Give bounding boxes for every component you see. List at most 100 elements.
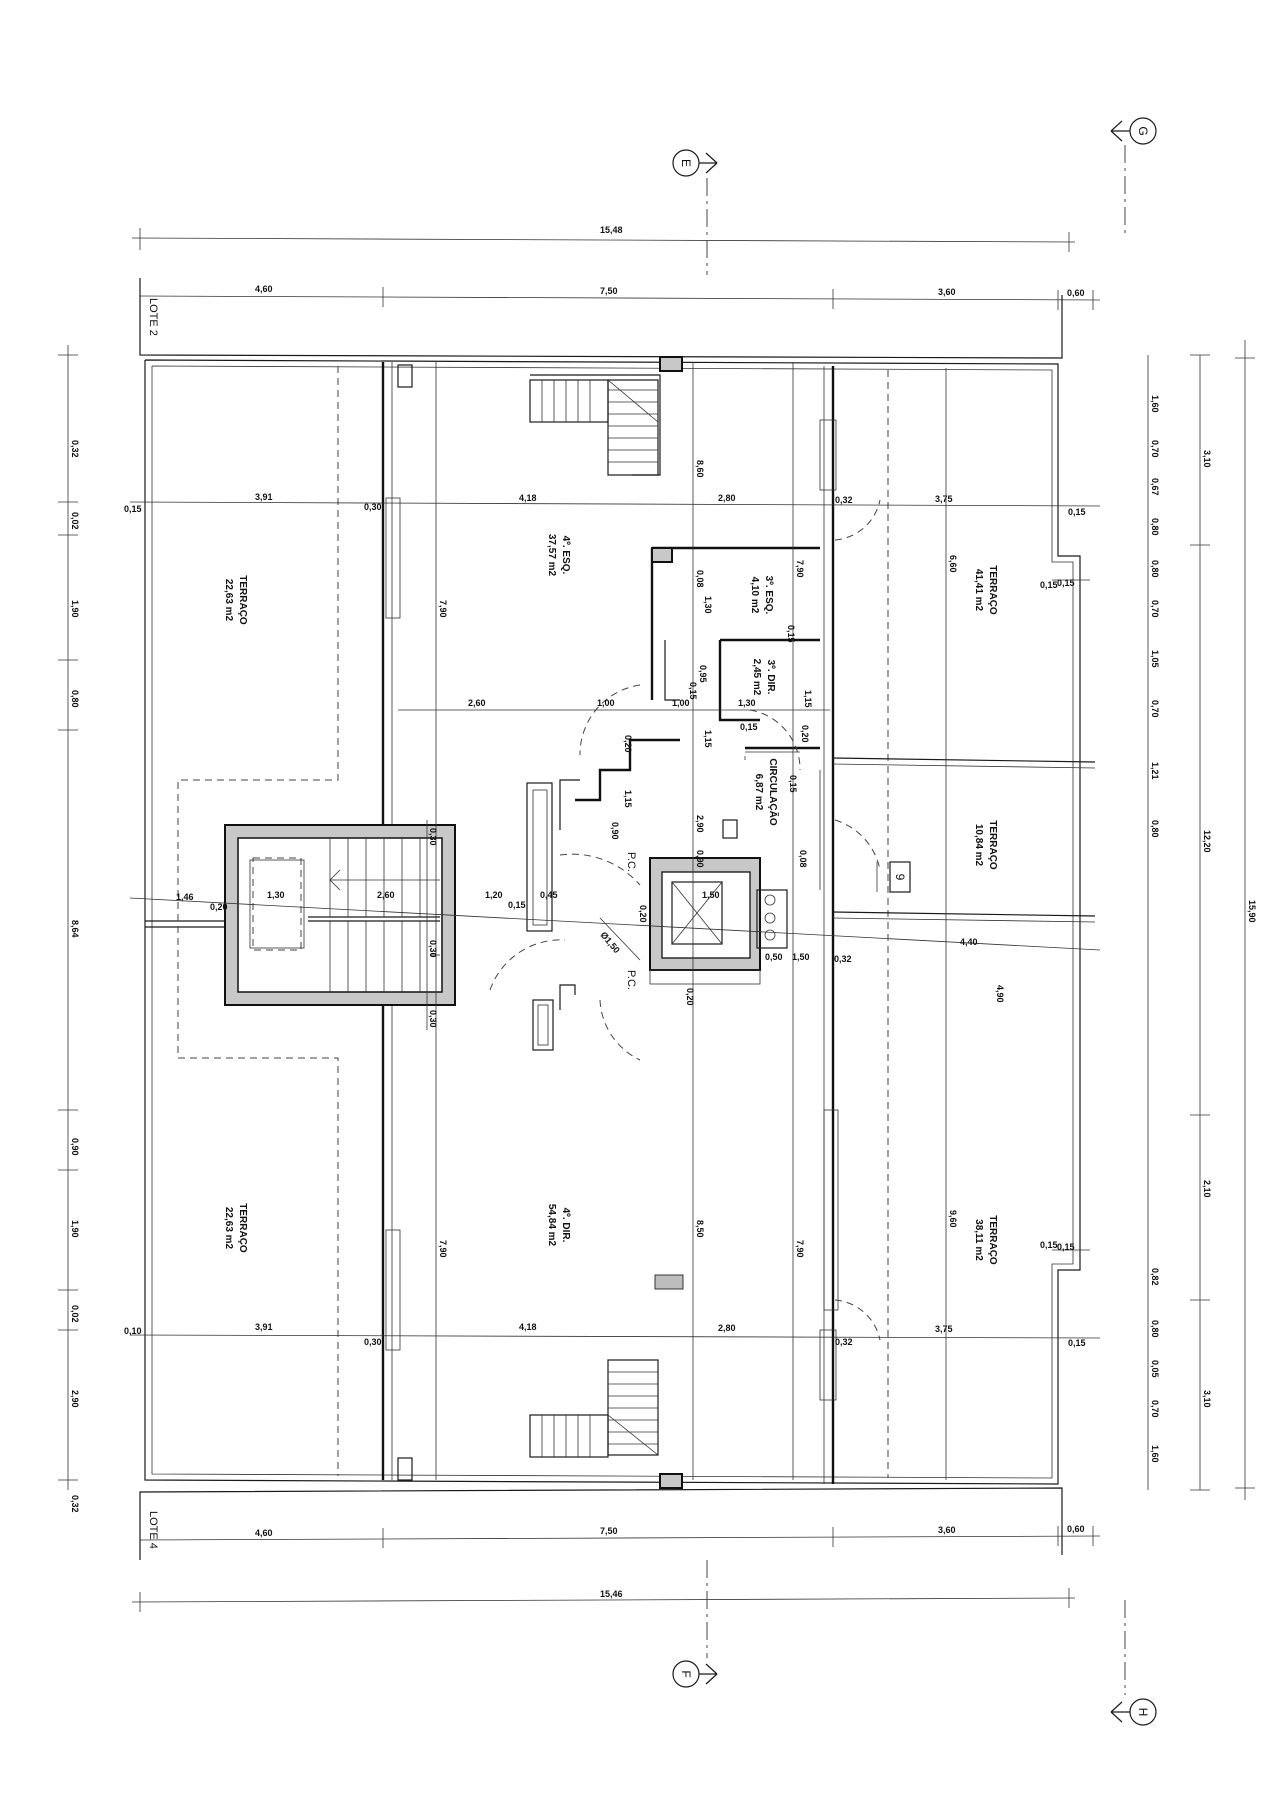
dim-sp3: 0,08 <box>798 850 808 868</box>
lift-shaft <box>649 857 788 985</box>
dim-mid-e: 1,20 <box>485 890 503 900</box>
dim-r2-b: 3,91 <box>255 1322 273 1332</box>
dim-l4: 0,80 <box>70 690 80 708</box>
dim-rr4: 3,10 <box>1202 1390 1212 1408</box>
dim-r5: 0,80 <box>1150 560 1160 578</box>
dim-c9: 1,15 <box>623 790 633 808</box>
dim-r11: 0,82 <box>1150 1268 1160 1286</box>
dim-l2: 0,02 <box>70 512 80 530</box>
dim-l10: 0,32 <box>70 1495 80 1513</box>
room-area: 37,57 m2 <box>546 534 557 577</box>
axis-label-f: F <box>679 1670 693 1677</box>
dim-bot-b: 7,50 <box>600 1526 618 1536</box>
dim-circ-a: 2,60 <box>468 698 486 708</box>
axis-marker-f: F <box>672 1560 718 1688</box>
axis-label-g: G <box>1136 126 1150 135</box>
axis-marker-h: H <box>1110 1600 1157 1726</box>
room-terraco-top-right: TERRAÇO 41,41 m2 <box>973 565 998 615</box>
dim-r12: 0,80 <box>1150 1320 1160 1338</box>
dim-r2-e: 2,80 <box>718 1323 736 1333</box>
right-dimension-chain-1: 1,60 0,70 0,67 0,80 0,80 0,70 1,05 0,70 … <box>1147 355 1160 1490</box>
vertical-dimension-lines: 7,90 7,90 7,90 7,90 8,60 8,50 2,90 6,60 … <box>426 362 1005 1480</box>
lot-boundary-bottom <box>139 1487 1063 1560</box>
axis-marker-nine: 9 <box>876 861 911 893</box>
dim-r1-c: 0,30 <box>364 502 382 512</box>
dim-sp5: 0,20 <box>623 735 633 753</box>
dim-c1: 1,30 <box>703 596 713 614</box>
note-pc-1: P.C. <box>625 852 637 872</box>
dim-r9: 1,21 <box>1150 762 1160 780</box>
dim-r3: 0,67 <box>1150 478 1160 496</box>
dim-c5: 0,15 <box>688 682 698 700</box>
dim-r4: 0,80 <box>1150 518 1160 536</box>
stair-top <box>529 374 661 476</box>
dim-v-mid1: 8,60 <box>695 460 705 478</box>
dim-l5: 8,64 <box>70 920 80 938</box>
dim-l6: 0,90 <box>70 1138 80 1156</box>
dim-ext-4: 0,15 <box>1057 1242 1075 1252</box>
note-pc-2: P.C. <box>625 970 637 990</box>
dim-ext-3: 0,15 <box>1040 1240 1058 1250</box>
dim-r1-f: 0,32 <box>835 495 853 505</box>
central-stair-block <box>224 824 456 1006</box>
dim-top-a: 4,60 <box>255 284 273 294</box>
room-name: 4º. ESQ. <box>560 536 571 575</box>
dim-mid-h: 1,50 <box>702 890 720 900</box>
dim-top-c: 3,60 <box>938 287 956 297</box>
dim-rr3: 2,10 <box>1202 1180 1212 1198</box>
room-area: 41,41 m2 <box>973 569 984 612</box>
dim-r1-b: 3,91 <box>255 492 273 502</box>
dim-v-mid2: 8,50 <box>695 1220 705 1238</box>
dim-l1: 0,32 <box>70 440 80 458</box>
dim-l8: 0,02 <box>70 1305 80 1323</box>
dim-r1-h: 0,15 <box>1068 507 1086 517</box>
dim-c3: 0,95 <box>698 665 708 683</box>
dim-r2: 0,70 <box>1150 440 1160 458</box>
room-4-dir: 4º. DIR. 54,84 m2 <box>546 1204 571 1247</box>
room-terraco-bottom-left: TERRAÇO 22,63 m2 <box>223 1203 248 1253</box>
dim-mid-d: 2,60 <box>377 890 395 900</box>
dim-d2b: 0,30 <box>428 940 438 958</box>
bottom-dimensions: 4,60 7,50 3,60 0,60 15,46 LOTE 4 <box>131 1511 1101 1612</box>
room-name: TERRAÇO <box>987 1215 998 1265</box>
room-area: 22,63 m2 <box>223 1207 234 1250</box>
dim-c6: 1,15 <box>803 690 813 708</box>
dim-c7: 0,20 <box>800 725 810 743</box>
axis-label-e: E <box>679 159 693 167</box>
room-terraco-bottom-right: TERRAÇO 38,11 m2 <box>973 1215 998 1265</box>
dim-r15: 1,60 <box>1150 1445 1160 1463</box>
dim-r2-a: 0,10 <box>124 1326 142 1336</box>
dim-sp4: 0,15 <box>788 775 798 793</box>
internal-dim-row-2: 0,10 3,91 0,30 4,18 2,80 0,32 3,75 0,15 <box>124 1322 1101 1348</box>
room-name: 4º. DIR. <box>560 1208 571 1243</box>
internal-dim-row-mid: 1,46 0,20 1,30 2,60 1,20 0,15 0,45 1,50 … <box>129 890 1101 951</box>
dim-d1: Ø1,50 <box>598 930 621 955</box>
right-dimension-chain-2: 3,10 12,20 2,10 3,10 <box>1190 354 1212 1491</box>
dim-top-total: 15,48 <box>600 225 623 235</box>
dim-d6: 0,32 <box>834 954 852 964</box>
room-area: 2,45 m2 <box>751 659 762 696</box>
room-4-esq: 4º. ESQ. 37,57 m2 <box>546 534 571 577</box>
dim-rr2: 12,20 <box>1202 830 1212 853</box>
dim-d5: 1,50 <box>792 952 810 962</box>
room-name: TERRAÇO <box>987 565 998 615</box>
dim-r2-g: 3,75 <box>935 1324 953 1334</box>
lot-boundary-top <box>139 278 1063 359</box>
dim-sp2: 0,15 <box>740 722 758 732</box>
dim-v-r3: 4,90 <box>995 985 1005 1003</box>
dim-r2-f: 0,32 <box>835 1337 853 1347</box>
room-area: 4,10 m2 <box>749 577 760 614</box>
dim-top-b: 7,50 <box>600 286 618 296</box>
stair-bottom <box>529 1359 659 1458</box>
room-area: 10,84 m2 <box>973 824 984 867</box>
dim-r1: 1,60 <box>1150 395 1160 413</box>
room-area: 38,11 m2 <box>973 1219 984 1261</box>
dim-v-right1: 7,90 <box>795 560 805 578</box>
dim-v-left1: 7,90 <box>438 600 448 618</box>
room-3-esq: 3º. ESQ. 4,10 m2 <box>749 576 774 615</box>
dim-c4: 0,15 <box>786 625 796 643</box>
dim-r1-d: 4,18 <box>519 493 537 503</box>
dim-r1-e: 2,80 <box>718 493 736 503</box>
dim-circ-b: 1,00 <box>597 698 615 708</box>
room-name: TERRAÇO <box>237 575 248 625</box>
